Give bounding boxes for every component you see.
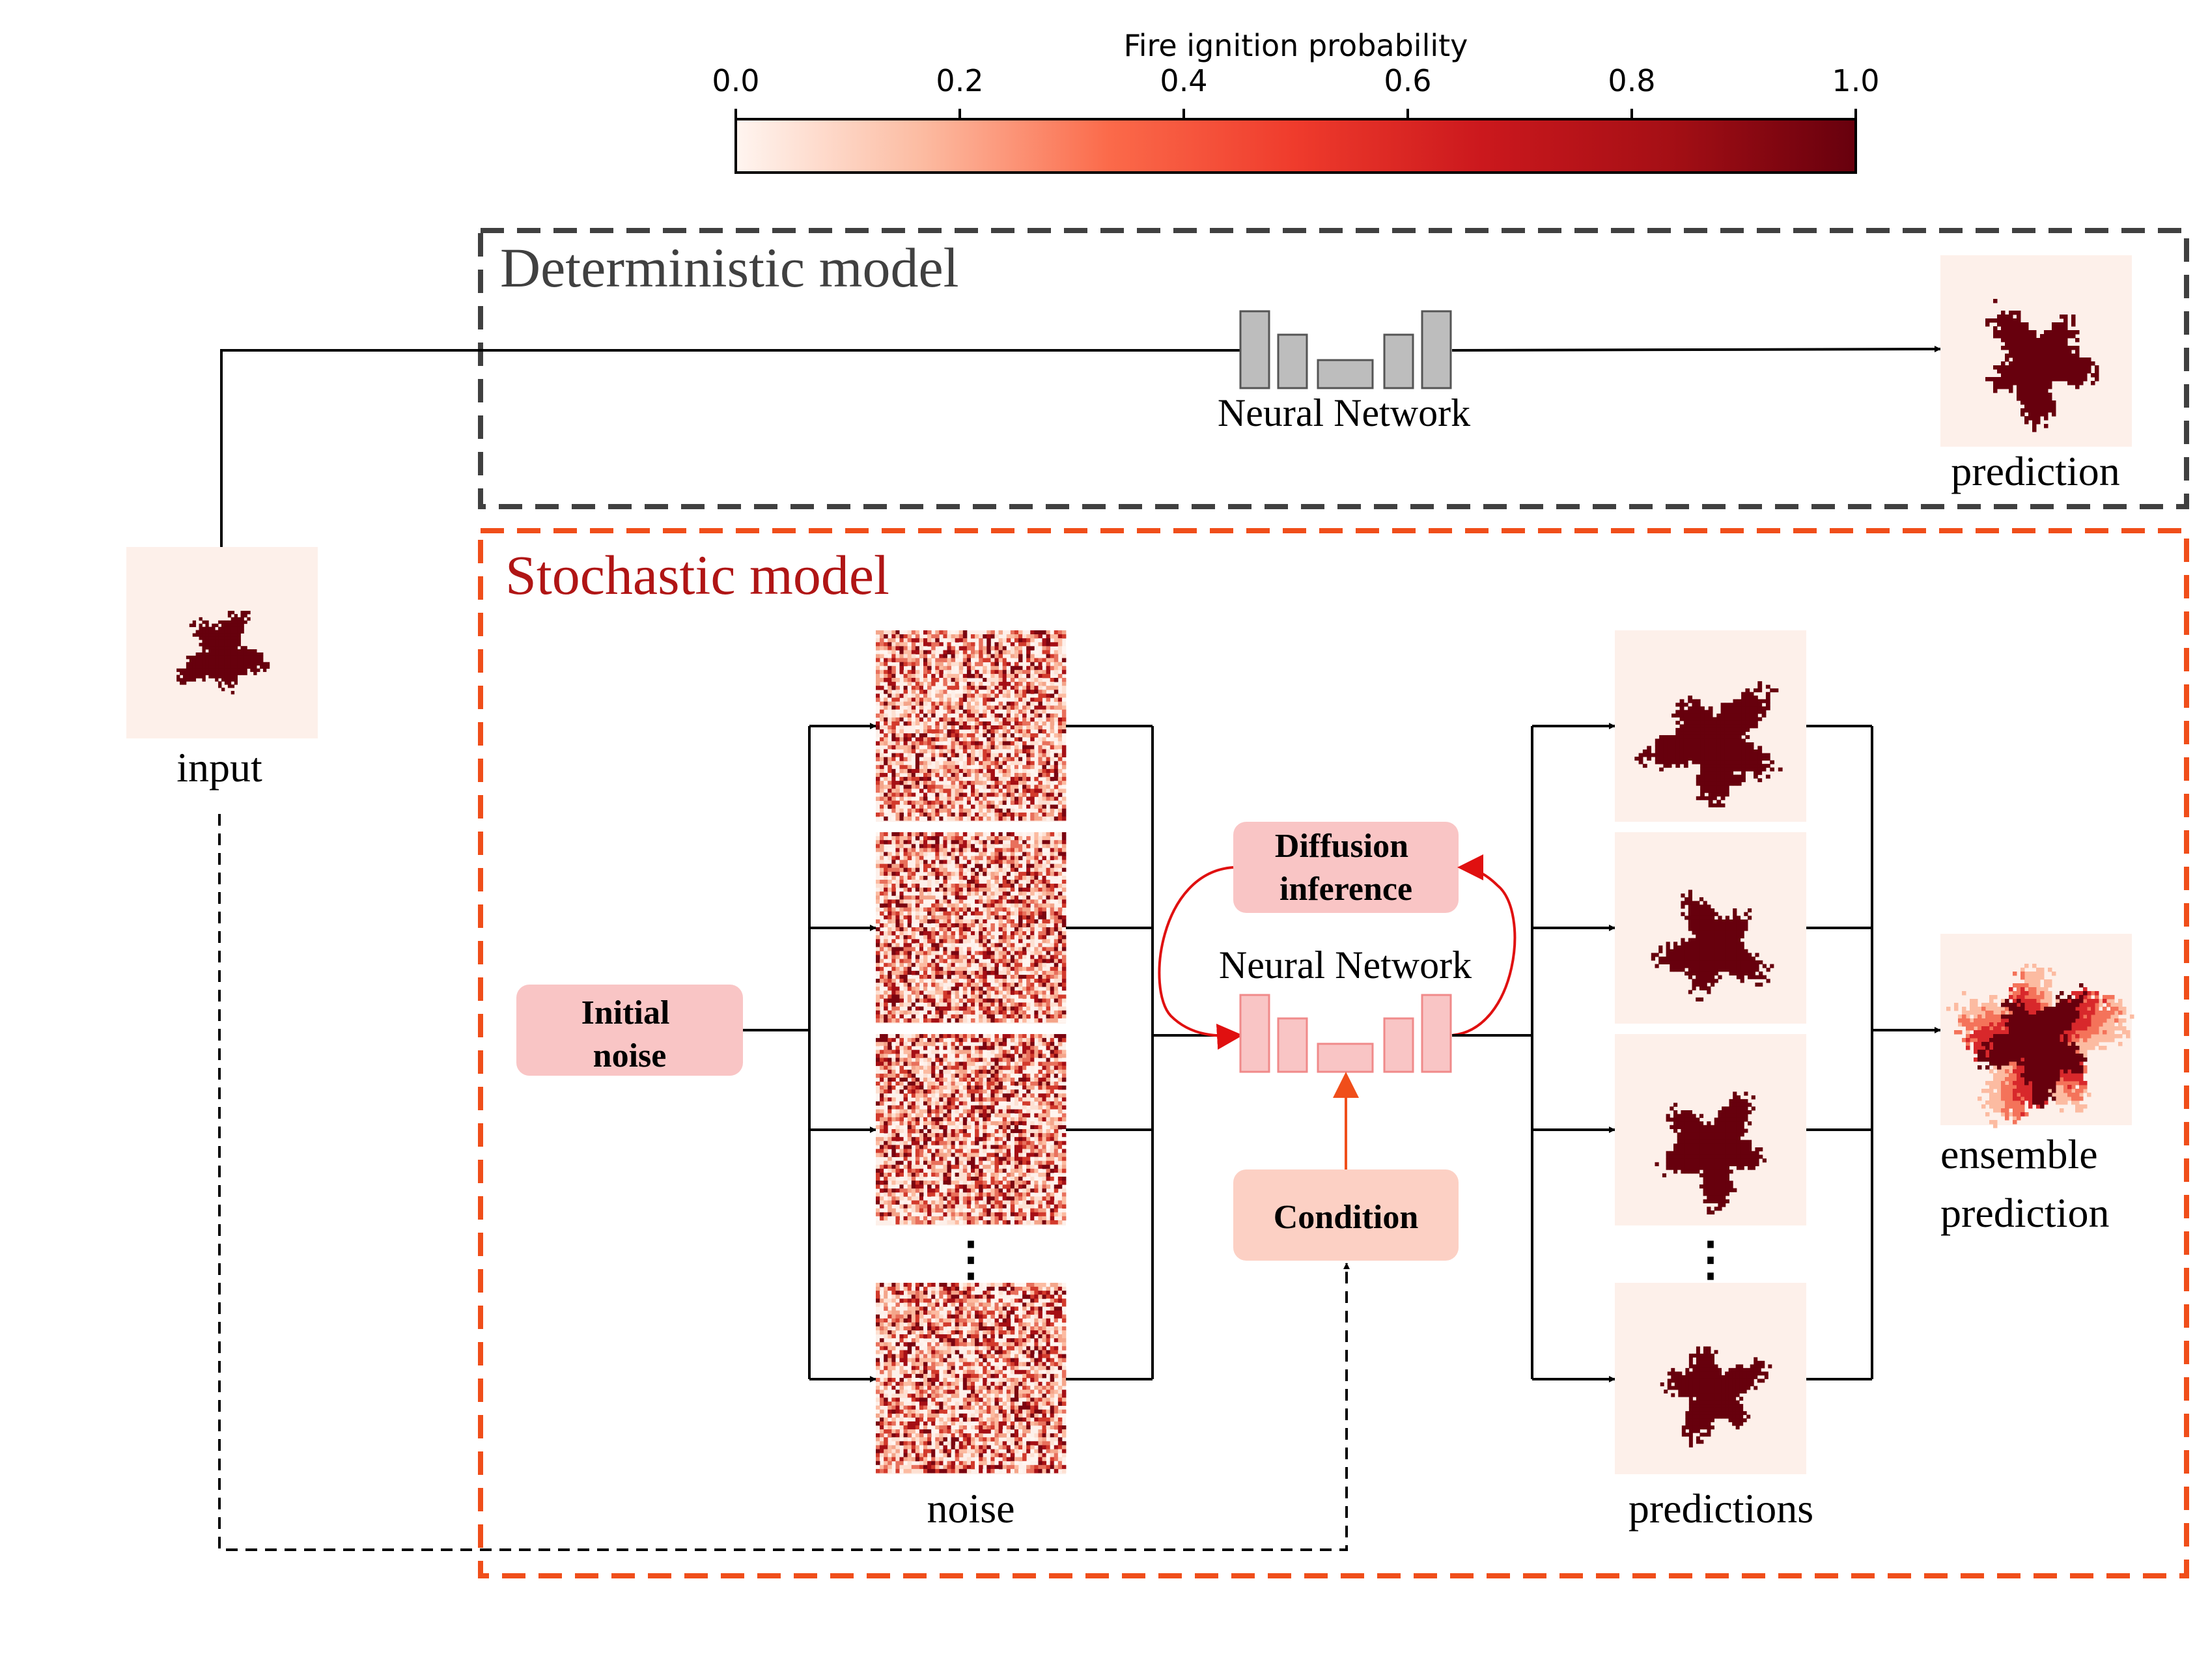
- ensemble-prediction-image: [1940, 934, 2134, 1128]
- diffusion-loop-arrow-left: [1158, 866, 1243, 1050]
- deterministic-flow-line: [220, 349, 1240, 547]
- input-to-condition-dashed-line: [218, 814, 1350, 1551]
- prediction-image-4: [1615, 1283, 1806, 1474]
- noise-image: [876, 1283, 1067, 1474]
- noise-merge-lines: [1066, 725, 1241, 1380]
- stochastic-model-border: [478, 528, 2189, 1578]
- prediction-branch-lines: [1452, 723, 1615, 1382]
- stochastic-model-title: Stochastic model: [505, 544, 889, 606]
- condition-box: Condition: [1233, 1169, 1459, 1261]
- stochastic-neural-network-icon: [1239, 994, 1452, 1073]
- predictions-label: predictions: [1629, 1485, 1813, 1532]
- deterministic-output-arrow: [1451, 346, 1941, 353]
- colorbar-tick-label: 0.6: [1384, 63, 1431, 98]
- colorbar-title: Fire ignition probability: [1124, 28, 1468, 63]
- prediction-image-1: [1615, 630, 1806, 822]
- deterministic-model-border: [478, 228, 2189, 509]
- noise-label: noise: [927, 1485, 1014, 1532]
- diffusion-inference-box: Diffusion inference: [1233, 822, 1459, 913]
- colorbar-bar: [734, 118, 1857, 174]
- deterministic-prediction-image: [1940, 255, 2132, 447]
- noise-images: [876, 630, 1067, 1474]
- noise-image: [876, 832, 1067, 1024]
- stochastic-network-label: Neural Network: [1219, 944, 1472, 987]
- deterministic-prediction-label: prediction: [1951, 448, 2119, 494]
- stochastic-model: Stochastic model Initial noise ⋮ noise: [478, 528, 2189, 1578]
- colorbar-tick-label: 1.0: [1832, 63, 1879, 98]
- deterministic-network-label: Neural Network: [1218, 391, 1470, 434]
- noise-ellipsis: ⋮: [947, 1233, 994, 1285]
- input-label: input: [176, 744, 262, 791]
- initial-noise-label: Initial noise: [581, 994, 678, 1074]
- colorbar-ticks: 0.0 0.2 0.4 0.6 0.8 1.0: [712, 63, 1880, 119]
- colorbar-tick-label: 0.8: [1608, 63, 1655, 98]
- diffusion-inference-label: Diffusion inference: [1275, 828, 1417, 908]
- initial-noise-box: Initial noise: [516, 985, 743, 1076]
- deterministic-neural-network-icon: [1239, 310, 1452, 389]
- noise-image: [876, 1034, 1067, 1225]
- predictions-ellipsis: ⋮: [1687, 1233, 1734, 1285]
- deterministic-model: Deterministic model Neural Network predi…: [220, 228, 2189, 547]
- prediction-image-3: [1615, 1034, 1806, 1225]
- input-image: [126, 547, 318, 738]
- colorbar-tick-label: 0.2: [936, 63, 983, 98]
- noise-image: [876, 630, 1067, 822]
- diffusion-loop-arrow-right: [1451, 854, 1517, 1037]
- deterministic-model-title: Deterministic model: [500, 236, 959, 299]
- ensemble-prediction-label: ensemble prediction: [1940, 1131, 2109, 1236]
- prediction-image-2: [1615, 832, 1806, 1024]
- colorbar-tick-label: 0.0: [712, 63, 759, 98]
- noise-branch-lines: [743, 723, 876, 1382]
- ensemble-merge-lines: [1806, 725, 1941, 1380]
- condition-label: Condition: [1274, 1199, 1419, 1236]
- colorbar-tick-label: 0.4: [1160, 63, 1207, 98]
